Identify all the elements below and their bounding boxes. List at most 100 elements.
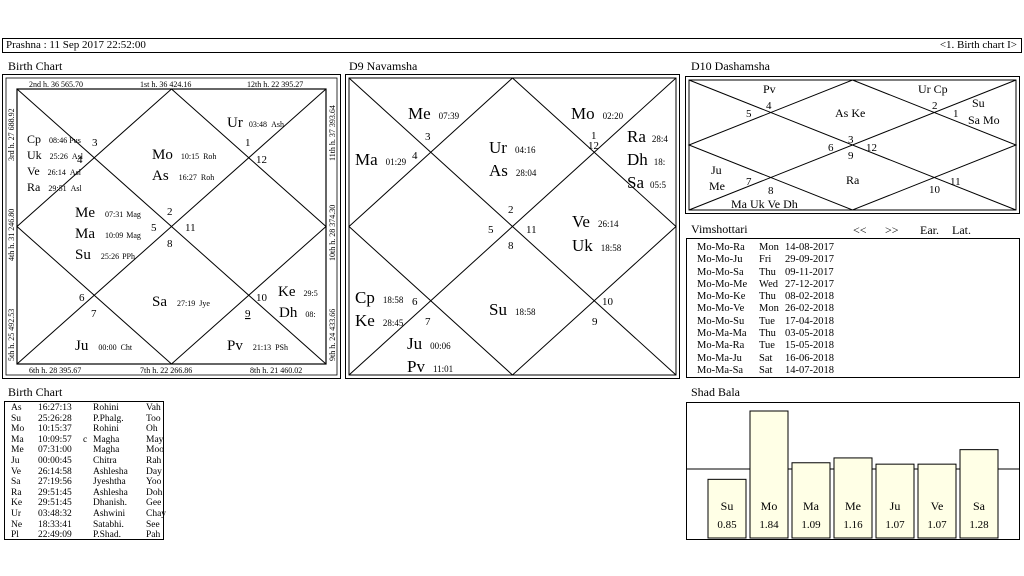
vimshottari-later-button[interactable]: Lat.: [952, 223, 971, 237]
position-syllable: Too: [146, 413, 161, 424]
birth-chart-svg: 2nd h. 36 565.70 1st h. 36 424.16 12th h…: [5, 77, 338, 376]
shad-bala-label-ve: Ve: [931, 499, 944, 513]
shad-bala-chart: Su0.85Mo1.84Ma1.09Me1.16Ju1.07Ve1.07Sa1.…: [687, 410, 1019, 539]
scale-2nd-house: 2nd h. 36 565.70: [29, 80, 83, 89]
position-planet: Mo: [11, 424, 25, 435]
svg-text:1: 1: [953, 108, 959, 120]
shad-bala-bar-ve: [917, 463, 957, 539]
d10-label-sa-mo: Sa Mo: [968, 113, 1000, 127]
position-combust-flag: [83, 456, 93, 467]
position-combust-flag: c: [83, 434, 88, 445]
position-planet: Ju: [11, 455, 20, 466]
position-syllable: Doh: [146, 487, 163, 498]
svg-text:12: 12: [866, 142, 877, 154]
position-syllable: Oh: [146, 424, 158, 435]
svg-text:3: 3: [425, 131, 431, 143]
dasha-period: Mo-Ma-Ma: [697, 328, 747, 340]
position-planet: Sa: [11, 477, 21, 488]
house-number-10: 10: [256, 292, 268, 304]
shad-bala-value-su: 0.85: [717, 519, 737, 531]
house-number-9: 9: [245, 308, 251, 320]
shad-bala-value-ju: 1.07: [885, 519, 905, 531]
d10-label-ra: Ra: [846, 173, 860, 187]
dasha-period: Mo-Ma-Sa: [697, 364, 744, 376]
position-combust-flag: [83, 445, 93, 456]
dasha-weekday: Thu: [759, 291, 776, 303]
position-planet: Me: [11, 445, 24, 456]
shad-bala-label-ma: Ma: [803, 499, 820, 513]
position-planet: Ra: [11, 487, 22, 498]
position-nakshatra: Jyeshtha: [93, 477, 126, 488]
position-nakshatra: Magha: [93, 434, 120, 445]
position-combust-flag: [83, 414, 93, 425]
position-longitude: 00:00:45: [38, 455, 72, 466]
chart-selector-link[interactable]: <1. Birth chart I>: [939, 39, 1017, 51]
position-planet: Pl: [11, 530, 19, 541]
position-syllable: Yoo: [146, 477, 162, 488]
scale-5th-house: 5th h. 25 492.53: [7, 309, 16, 361]
shad-bala-bar-su: [707, 478, 747, 539]
shad-bala-bar-me: [833, 457, 873, 539]
scale-3rd-house: 3rd h. 27 688.92: [7, 108, 16, 161]
position-planet: Su: [11, 413, 22, 424]
vimshottari-prev-button[interactable]: <<: [853, 223, 867, 237]
position-combust-flag: [83, 488, 93, 499]
dasha-period: Mo-Mo-Ve: [697, 303, 745, 315]
positions-title: Birth Chart: [8, 385, 63, 399]
svg-text:12: 12: [588, 140, 599, 152]
position-longitude: 27:19:56: [38, 477, 72, 488]
position-nakshatra: Chitra: [93, 455, 117, 466]
dasha-weekday: Mon: [759, 303, 779, 315]
vimshottari-title: Vimshottari: [691, 222, 748, 236]
position-nakshatra: Ashlesha: [93, 487, 128, 498]
position-combust-flag: [83, 477, 93, 488]
d10-chart-panel[interactable]: 4 5 6 7 8 9 10 11 12 2 1 3 Pv Ur Cp Su S…: [685, 76, 1020, 214]
house-number-1: 1: [245, 137, 251, 149]
birth-chart-panel[interactable]: 2nd h. 36 565.70 1st h. 36 424.16 12th h…: [2, 74, 341, 379]
house-number-2: 2: [167, 206, 173, 218]
position-syllable: Gee: [146, 498, 162, 509]
scale-7th-house: 7th h. 22 266.86: [140, 366, 192, 375]
prashna-header-bar: Prashna : 11 Sep 2017 22:52:00 <1. Birth…: [2, 38, 1022, 53]
scale-4th-house: 4th h. 31 246.80: [7, 209, 16, 261]
dasha-date: 15-05-2018: [785, 340, 834, 352]
house-number-5: 5: [151, 222, 157, 234]
shad-bala-bar-mo: [749, 410, 789, 539]
dasha-date: 27-12-2017: [785, 278, 834, 290]
dasha-weekday: Wed: [759, 278, 778, 290]
vimshottari-next-button[interactable]: >>: [885, 223, 899, 237]
vimshottari-earlier-button[interactable]: Ear.: [920, 223, 939, 237]
position-nakshatra: Rohini: [93, 424, 119, 435]
house-number-12: 12: [256, 154, 267, 166]
d10-label-ur-cp: Ur Cp: [918, 82, 948, 96]
position-nakshatra: Rohini: [93, 403, 119, 413]
shad-bala-value-ve: 1.07: [927, 519, 947, 531]
d10-label-ju: Ju: [711, 163, 722, 177]
